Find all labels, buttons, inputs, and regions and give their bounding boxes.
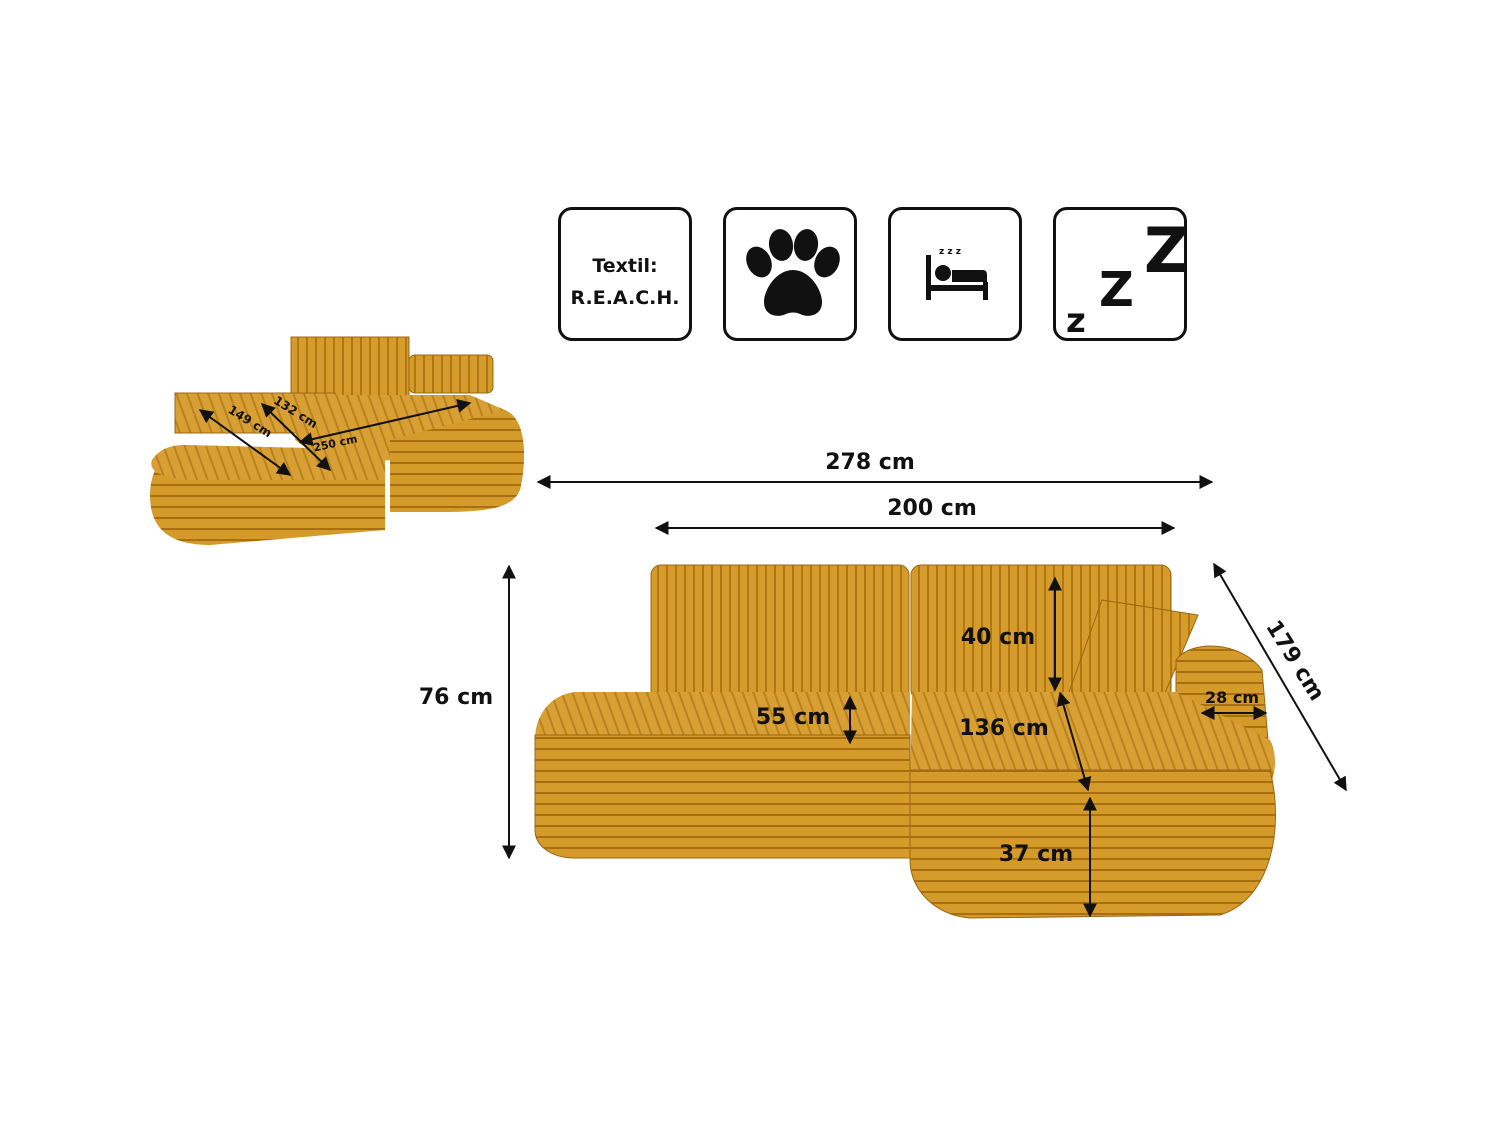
small-dim-250-line	[298, 398, 472, 447]
dim-37-label: 37 cm	[999, 842, 1073, 867]
z-large: Z	[1144, 214, 1184, 287]
dim-40-label: 40 cm	[961, 625, 1035, 650]
bed-icon: z z z	[926, 247, 988, 300]
textile-reach-badge: Textil: R.E.A.C.H.	[558, 207, 692, 341]
dim-278-label: 278 cm	[825, 450, 915, 475]
paw-icon	[746, 229, 840, 316]
dim-136-line	[1056, 691, 1092, 792]
dim-200-label: 200 cm	[887, 496, 977, 521]
pet-friendly-badge	[723, 207, 857, 341]
bed-zzz: z z z	[939, 247, 961, 257]
sleep-function-badge: z z z	[888, 207, 1022, 341]
reach-label: R.E.A.C.H.	[570, 287, 680, 309]
dim-28-label: 28 cm	[1205, 688, 1259, 707]
small-dim-132-line	[260, 403, 332, 471]
textile-label: Textil:	[592, 255, 658, 277]
dim-179-line	[1213, 562, 1347, 792]
z-medium: Z	[1099, 262, 1134, 318]
dim-55-label: 55 cm	[756, 705, 830, 730]
small-sofa-top-view: 149 cm 132 cm 250 cm	[150, 336, 525, 545]
comfort-badge: z Z Z	[1053, 207, 1187, 341]
main-sofa-front-view: 278 cm 200 cm 76 cm 179 cm 40 cm 55 cm 1…	[419, 450, 1347, 919]
zzz-icon: z Z Z	[1066, 214, 1184, 338]
z-small: z	[1066, 301, 1086, 338]
dim-136-label: 136 cm	[959, 716, 1049, 741]
dim-76-label: 76 cm	[419, 685, 493, 710]
